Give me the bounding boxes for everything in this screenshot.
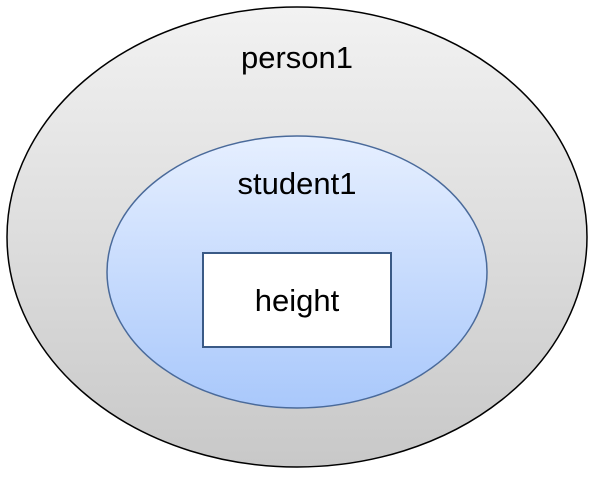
middle-set-label: student1: [238, 166, 357, 201]
inner-box-label: height: [255, 283, 340, 318]
inner-box-border: [202, 252, 392, 348]
outer-set-label: person1: [241, 40, 353, 75]
inner-box: [203, 253, 391, 347]
